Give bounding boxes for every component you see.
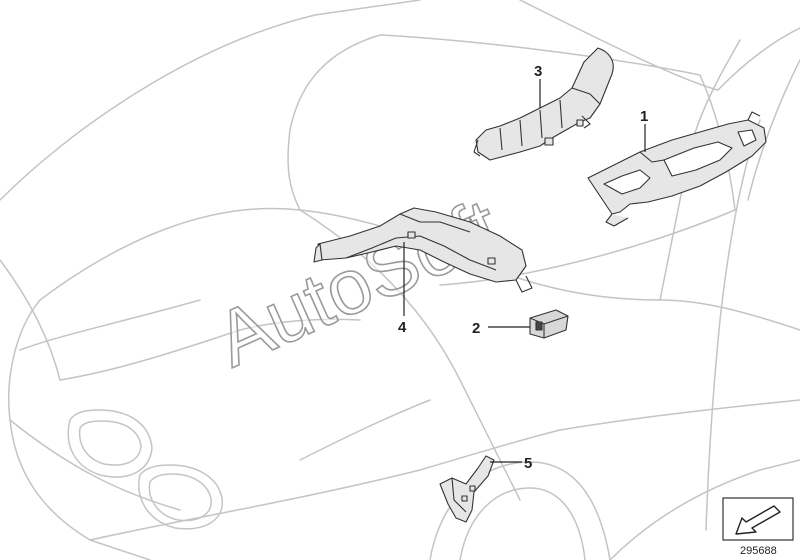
part-3-bracket	[473, 47, 614, 161]
callout-label-1: 1	[640, 108, 648, 125]
leader-lines	[403, 79, 646, 463]
callout-label-3: 3	[534, 63, 542, 80]
part-4-beam	[313, 207, 533, 293]
callout-label-4: 4	[398, 319, 407, 336]
callout-label-5: 5	[524, 455, 532, 472]
part-5-bracket	[439, 455, 495, 523]
callout-label-2: 2	[472, 320, 480, 337]
part-1-frame	[587, 111, 767, 227]
arrow-box-icon	[722, 497, 794, 541]
figure-number: 295688	[740, 545, 777, 557]
part-2-clip	[529, 309, 569, 339]
